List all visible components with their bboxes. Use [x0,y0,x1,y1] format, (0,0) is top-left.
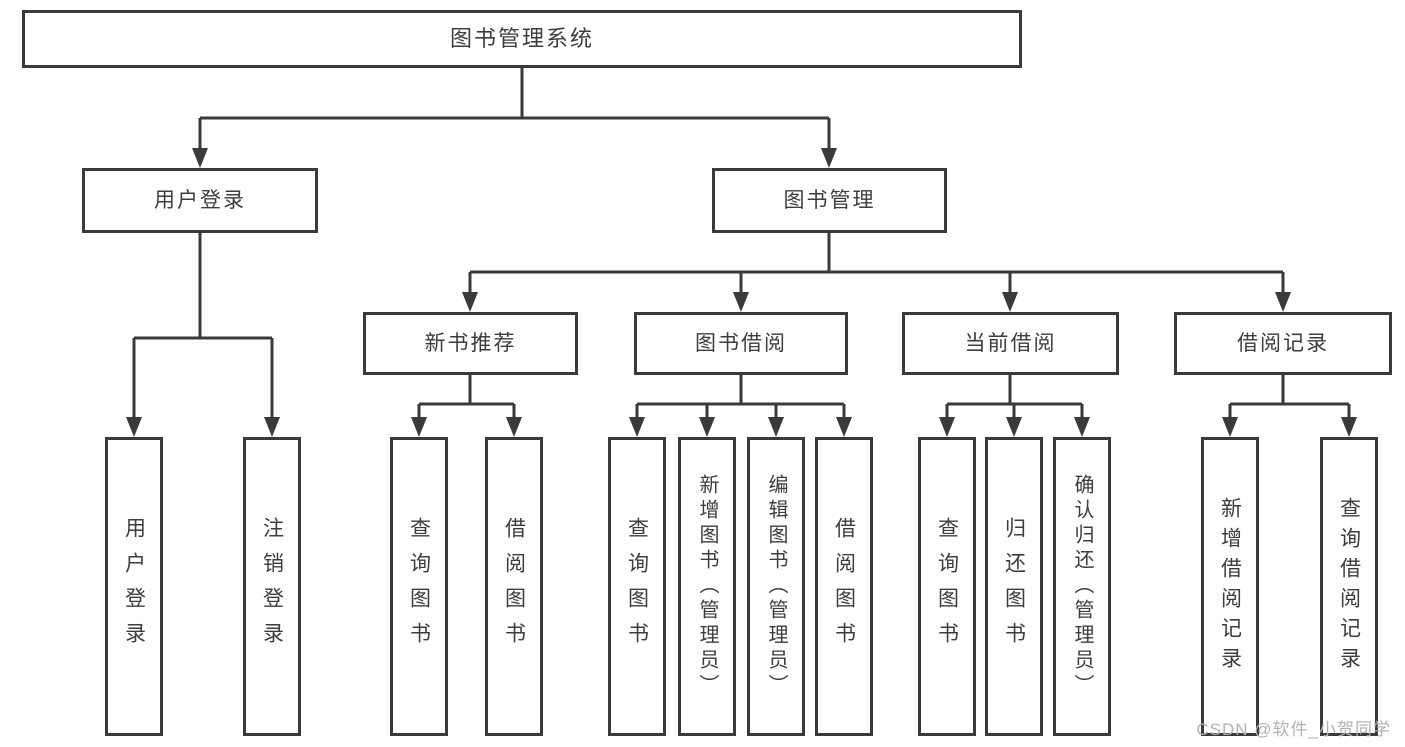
node-library-management-system: 图书管理系统 [22,10,1022,68]
arrowhead [462,292,478,312]
arrowhead [768,417,784,437]
node-user-login: 用户登录 [82,168,318,233]
arrowhead [1275,292,1291,312]
arrowhead [192,148,208,168]
leaf-edit-book-admin: 编辑图书（管理员） [747,437,805,736]
arrowhead [1002,292,1018,312]
leaf-user-login: 用户登录 [105,437,163,736]
arrowhead [126,417,142,437]
arrowhead [1074,417,1090,437]
leaf-query-books-current: 查询图书 [918,437,976,736]
leaf-borrow-books: 借阅图书 [815,437,873,736]
leaf-add-borrow-record: 新增借阅记录 [1201,437,1259,736]
leaf-add-book-admin: 新增图书（管理员） [678,437,736,736]
node-book-borrowing: 图书借阅 [634,312,848,375]
arrowhead [1222,417,1238,437]
leaf-return-books: 归还图书 [985,437,1043,736]
arrowhead [629,417,645,437]
leaf-confirm-return-admin: 确认归还（管理员） [1053,437,1111,736]
arrowhead [264,417,280,437]
arrowhead [699,417,715,437]
arrowhead [1006,417,1022,437]
leaf-query-books-borrow: 查询图书 [608,437,666,736]
arrowhead [836,417,852,437]
arrowhead [1341,417,1357,437]
arrowhead [821,148,837,168]
node-current-borrowing: 当前借阅 [902,312,1119,375]
leaf-borrow-books-recommend: 借阅图书 [485,437,543,736]
node-book-management: 图书管理 [712,168,947,233]
arrowhead [411,417,427,437]
leaf-logout: 注销登录 [243,437,301,736]
arrowhead [733,292,749,312]
node-borrowing-records: 借阅记录 [1174,312,1392,375]
leaf-query-books-recommend: 查询图书 [390,437,448,736]
node-new-book-recommendation: 新书推荐 [363,312,578,375]
arrowhead [939,417,955,437]
arrowhead [506,417,522,437]
leaf-query-borrow-record: 查询借阅记录 [1320,437,1378,736]
watermark: CSDN @软件_小贺同学 [1196,720,1391,739]
